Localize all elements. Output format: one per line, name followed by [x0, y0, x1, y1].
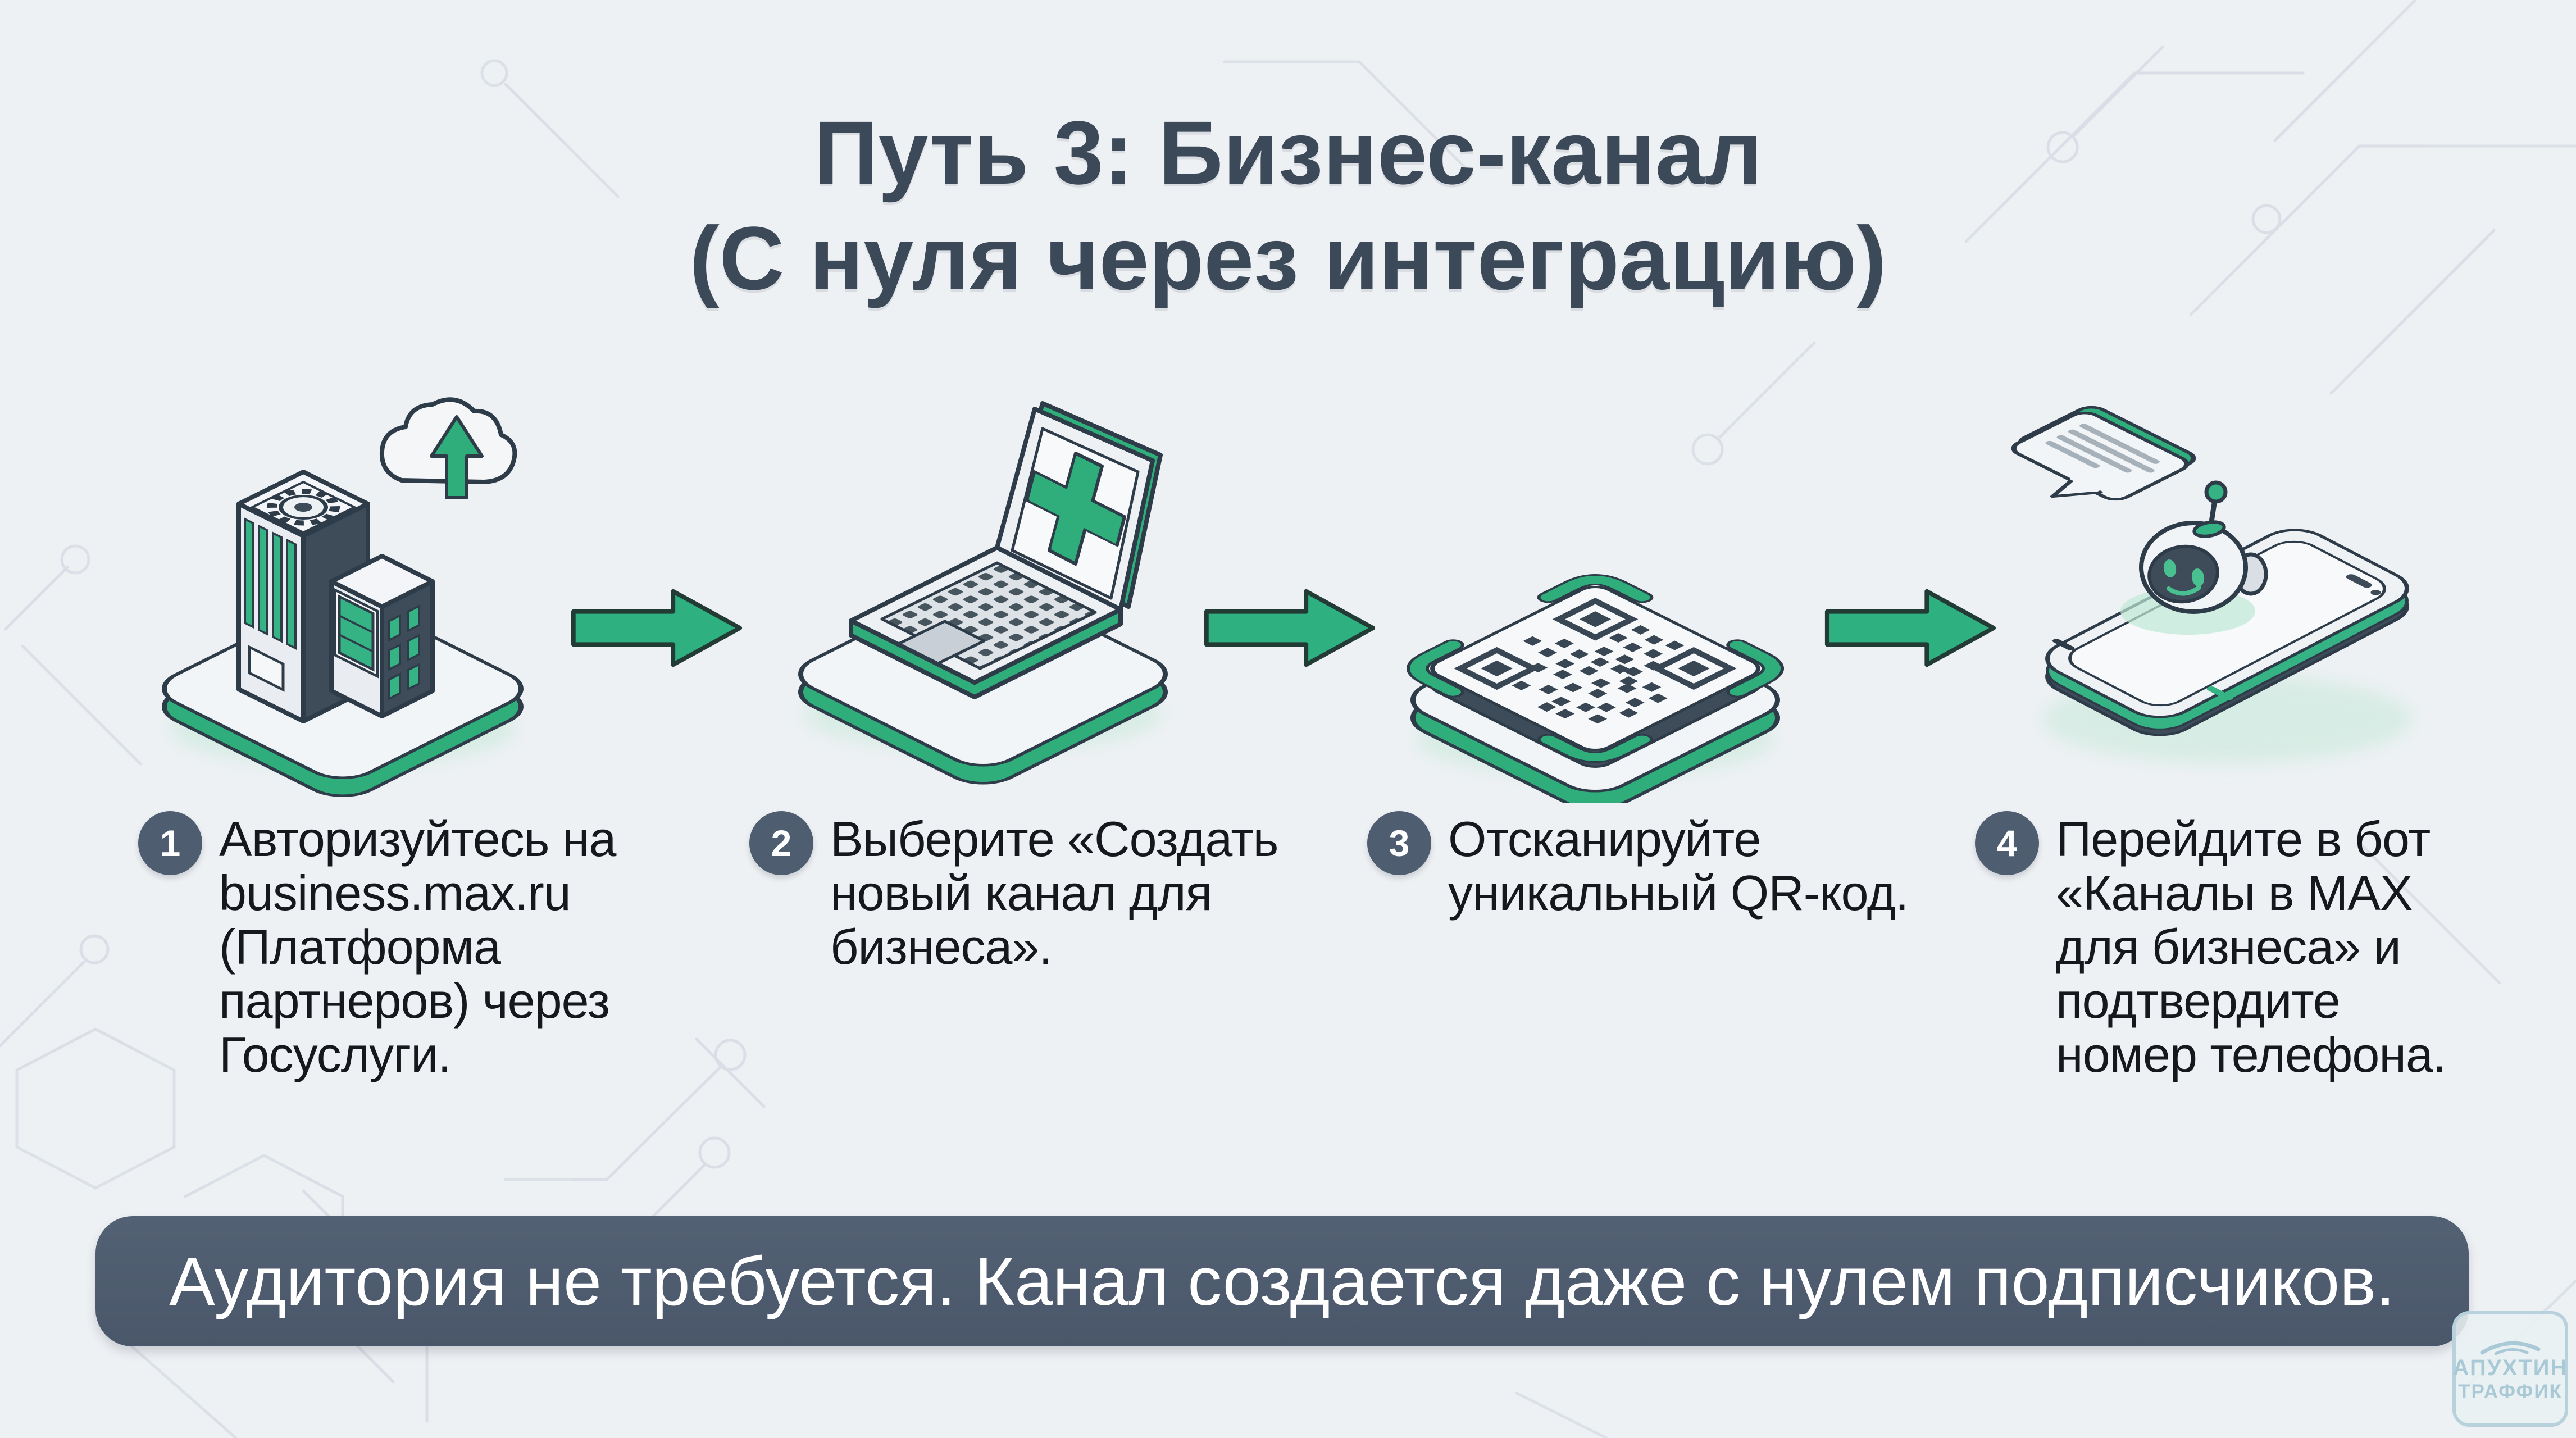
- qr-code-icon: [1407, 574, 1784, 803]
- watermark-badge: АПУХТИН ТРАФФИК: [2452, 1311, 2568, 1427]
- step-4: 4 Перейдите в бот «Каналы в MAX для бизн…: [1975, 811, 2446, 1082]
- step-number-badge: 4: [1975, 811, 2039, 875]
- step-description: Авторизуйтесь на business.max.ru (Платфо…: [219, 811, 616, 1082]
- building-cloud-upload-icon: [162, 397, 524, 797]
- watermark-line2: ТРАФФИК: [2458, 1381, 2563, 1403]
- page-title-line1: Путь 3: Бизнес-канал: [813, 102, 1763, 203]
- arrow-right-icon: [1204, 589, 1376, 667]
- arrow-right-icon: [571, 589, 743, 667]
- laptop-create-channel-icon: [798, 401, 1168, 785]
- bottom-note-banner: Аудитория не требуется. Канал создается …: [95, 1216, 2469, 1346]
- step-number-badge: 1: [138, 811, 202, 875]
- step-description: Отсканируйте уникальный QR-код.: [1448, 811, 1909, 921]
- step-description: Перейдите в бот «Каналы в MAX для бизнес…: [2056, 811, 2446, 1082]
- step-number-badge: 2: [749, 811, 813, 875]
- step-number-badge: 3: [1367, 811, 1431, 875]
- step-description: Выберите «Создать новый канал для бизнес…: [830, 811, 1278, 975]
- step-3: 3 Отсканируйте уникальный QR-код.: [1367, 811, 1909, 921]
- page-title: Путь 3: Бизнес-канал (С нуля через интег…: [0, 100, 2576, 311]
- step-1: 1 Авторизуйтесь на business.max.ru (Плат…: [138, 811, 616, 1082]
- phone-chatbot-icon: [2011, 406, 2413, 764]
- step-2: 2 Выберите «Создать новый канал для бизн…: [749, 811, 1278, 974]
- watermark-swoosh-icon: [2480, 1341, 2541, 1355]
- page-title-line2: (С нуля через интеграцию): [689, 208, 1887, 308]
- watermark-line1: АПУХТИН: [2452, 1355, 2568, 1380]
- bottom-note-text: Аудитория не требуется. Канал создается …: [169, 1243, 2395, 1319]
- arrow-right-icon: [1824, 589, 1996, 667]
